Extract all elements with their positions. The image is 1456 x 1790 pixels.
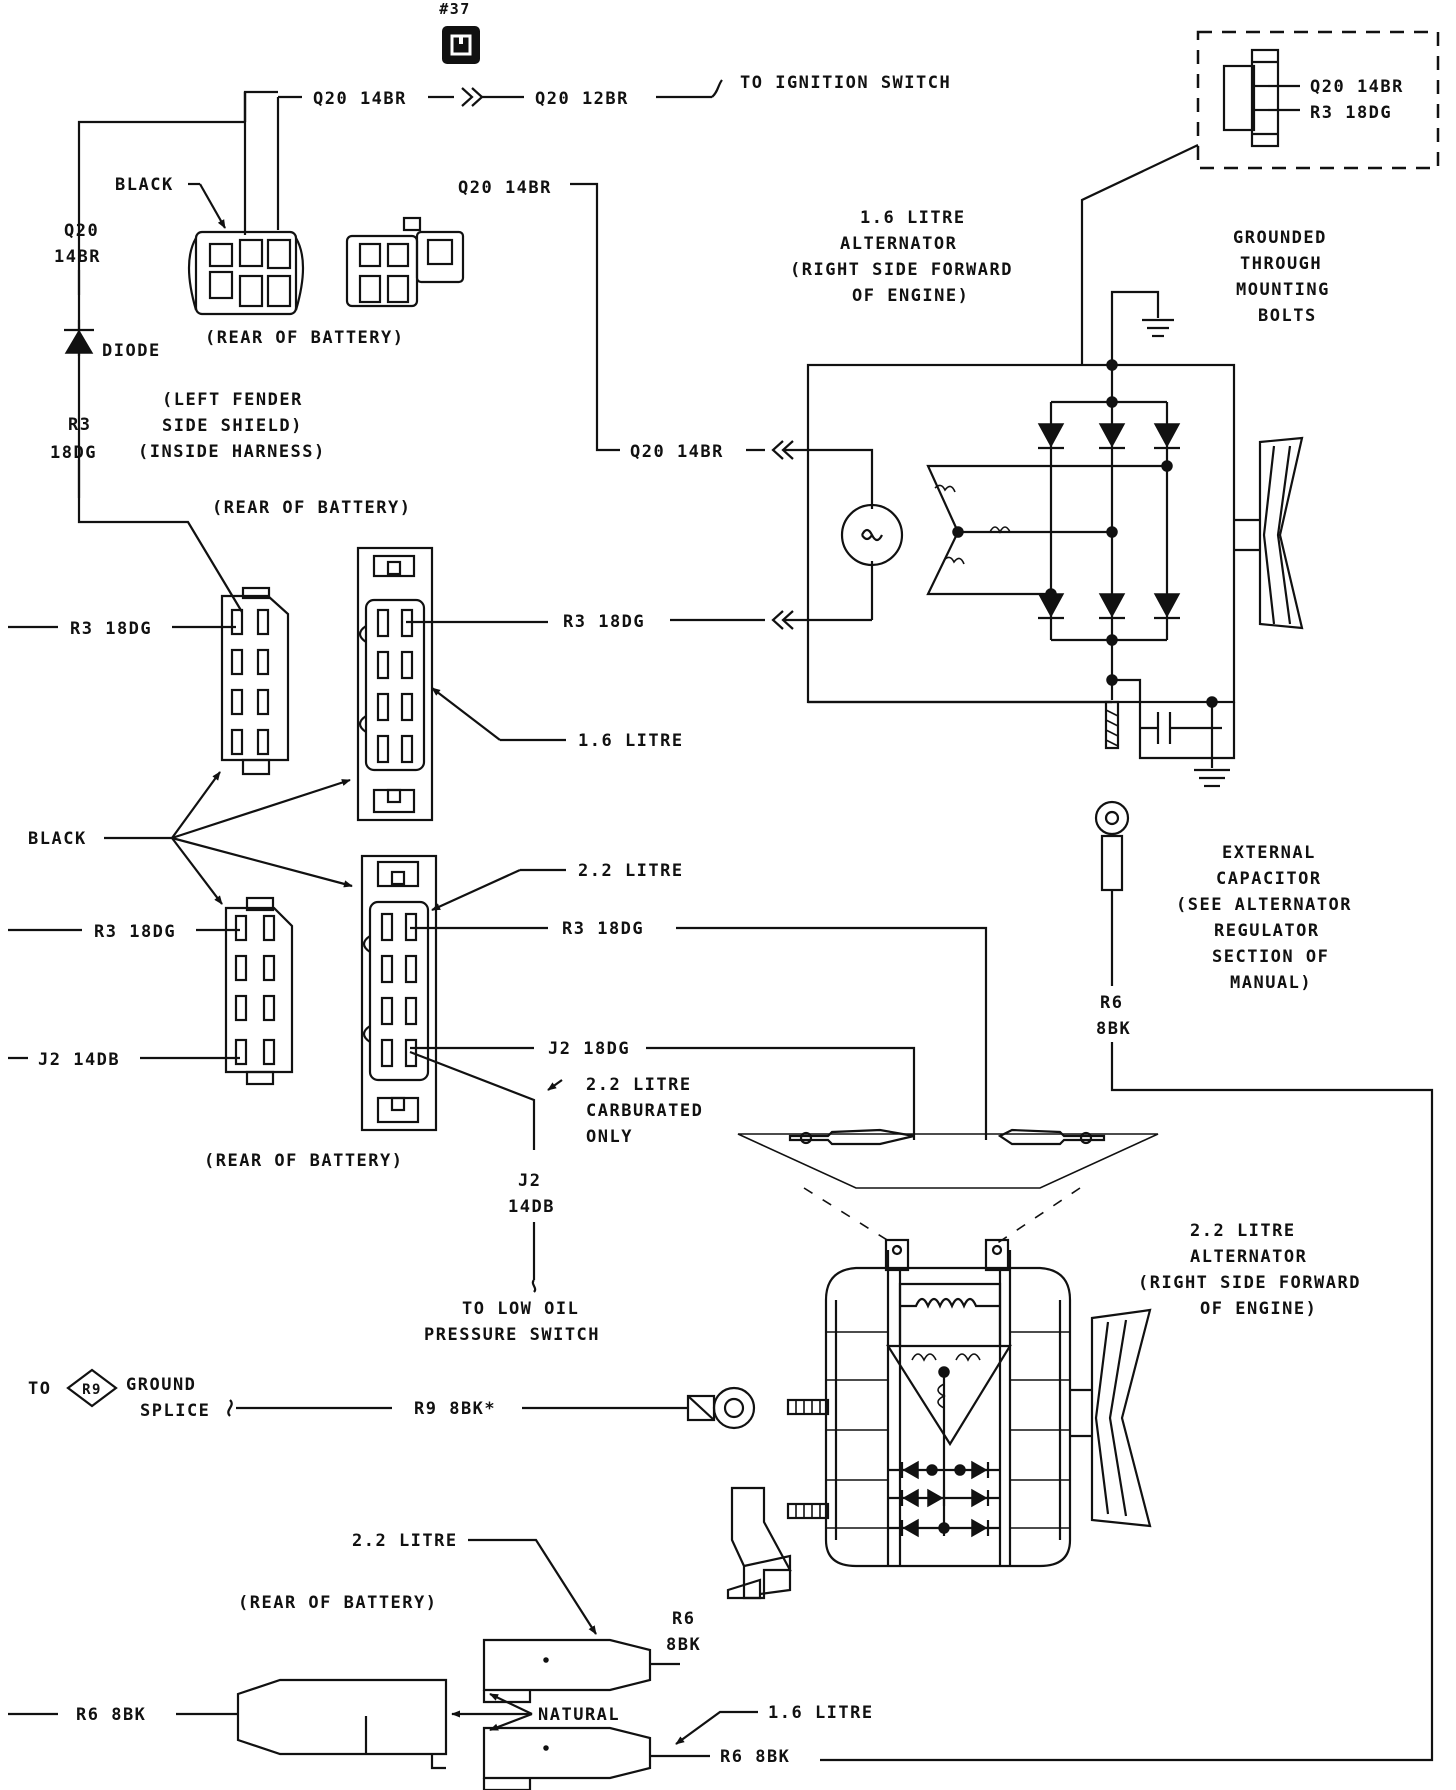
ext-cap-5: SECTION OF [1212,947,1329,967]
grounded-2: THROUGH [1240,254,1322,274]
natural-label: NATURAL [538,1705,620,1725]
ref-number: #37 [439,0,471,18]
ground-splice-1: GROUND [126,1375,196,1395]
q20-14br-alt: Q20 14BR [630,442,724,462]
r3-18dg-alt22: R3 18DG [562,919,644,939]
litre-22-label: 2.2 LITRE [578,861,684,881]
black-label-mid: BLACK [28,829,87,849]
grounded-4: BOLTS [1258,306,1317,326]
litre-16-bottom: 1.6 LITRE [768,1703,874,1723]
r9-badge-text: R9 [82,1382,102,1398]
alt16-schematic [806,290,1304,788]
r3-18dg-detail: R3 18DG [1310,103,1392,123]
q20-14br-detail: Q20 14BR [1310,77,1404,97]
ext-cap-3: (SEE ALTERNATOR [1176,895,1352,915]
connector-16-left [220,586,290,776]
ground-splice-2: SPLICE [140,1401,210,1421]
low-oil-2: PRESSURE SWITCH [424,1325,600,1345]
connector-16-right [356,546,434,822]
black-label-top: BLACK [115,175,174,195]
r6-battery-connector [236,1678,448,1770]
alt16-label-1: 1.6 LITRE [860,208,966,228]
litre-22-bottom: 2.2 LITRE [352,1531,458,1551]
ref-badge: #37 [439,0,480,64]
ext-cap-2: CAPACITOR [1216,869,1322,889]
j2-14db-conn22-left: J2 14DB [38,1050,120,1070]
rear-of-battery-top: (REAR OF BATTERY) [205,328,405,348]
left-fender-1: (LEFT FENDER [162,390,303,410]
diode-label: DIODE [102,341,161,361]
alt16-label-2: ALTERNATOR [840,234,957,254]
ext-cap-6: MANUAL) [1230,973,1312,993]
carb-1: 2.2 LITRE [586,1075,692,1095]
alt22-label-3: (RIGHT SIDE FORWARD [1138,1273,1361,1293]
r3-18dg-conn16-left: R3 18DG [70,619,152,639]
j2-18dg-label: J2 18DG [548,1039,630,1059]
rear-of-battery-bottom: (REAR OF BATTERY) [238,1593,438,1613]
r6-8bk-left: R6 8BK [76,1705,146,1725]
r6-connector-22 [482,1638,652,1704]
j2-vert-b: 14DB [508,1197,555,1217]
battery-connector-b [345,216,465,308]
litre-16-label: 1.6 LITRE [578,731,684,751]
alt22-label-4: OF ENGINE) [1200,1299,1317,1319]
alt22-label-1: 2.2 LITRE [1190,1221,1296,1241]
j2-vert-a: J2 [518,1171,541,1191]
alt22-terminal-callout [737,1128,1159,1249]
alt16-connector-detail [1196,30,1440,170]
q20-14br-mid: Q20 14BR [458,178,552,198]
r6-vert-a-bracket: R6 [672,1609,695,1629]
q20-vert-a: Q20 [64,221,99,241]
alt22-label-2: ALTERNATOR [1190,1247,1307,1267]
left-fender-3: (INSIDE HARNESS) [138,442,326,462]
r3-vert-a: R3 [68,415,91,435]
external-capacitor [1094,800,1130,986]
r6-vert-a-cap: R6 [1100,993,1123,1013]
alt22-body [726,1238,1152,1600]
r3-vert-b: 18DG [50,443,97,463]
diode-symbol [64,270,94,356]
to-ignition-switch: TO IGNITION SWITCH [740,73,951,93]
connector-22-left [224,896,294,1086]
r3-18dg-alt16: R3 18DG [563,612,645,632]
r6-connector-16 [482,1726,652,1790]
carb-2: CARBURATED [586,1101,703,1121]
r6-vert-b-cap: 8BK [1096,1019,1131,1039]
grounded-1: GROUNDED [1233,228,1327,248]
r9-badge: R9 [66,1368,118,1408]
alt16-label-3: (RIGHT SIDE FORWARD [790,260,1013,280]
carb-3: ONLY [586,1127,633,1147]
low-oil-1: TO LOW OIL [462,1299,579,1319]
r3-18dg-conn22-left: R3 18DG [94,922,176,942]
q20-12br-top: Q20 12BR [535,89,629,109]
ext-cap-4: REGULATOR [1214,921,1320,941]
rear-of-battery-mid: (REAR OF BATTERY) [212,498,412,518]
alt16-label-4: OF ENGINE) [852,286,969,306]
r6-vert-b-bracket: 8BK [666,1635,701,1655]
r9-8bk-label: R9 8BK* [414,1399,496,1419]
rear-of-battery-low: (REAR OF BATTERY) [204,1151,404,1171]
left-fender-2: SIDE SHIELD) [162,416,303,436]
q20-14br-top: Q20 14BR [313,89,407,109]
battery-connector-a [187,230,305,316]
connector-22-right [360,854,438,1132]
r6-8bk-bottom: R6 8BK [720,1747,790,1767]
grounded-3: MOUNTING [1236,280,1330,300]
r9-ring-terminal [686,1386,756,1430]
q20-vert-b: 14BR [54,247,101,267]
to-label: TO [28,1379,51,1399]
ext-cap-1: EXTERNAL [1222,843,1316,863]
